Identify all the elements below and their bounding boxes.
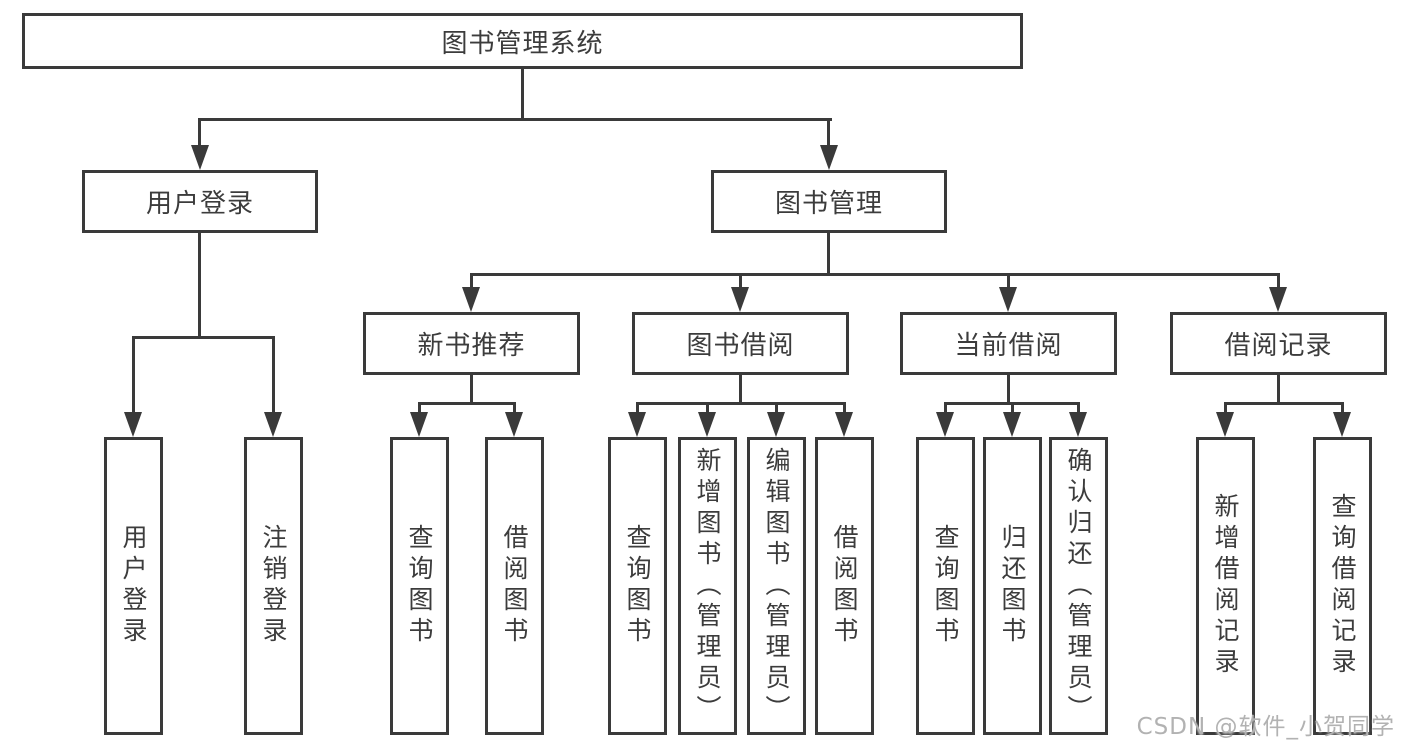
- csdn-watermark: CSDN @软件_小贺同学: [1136, 714, 1395, 740]
- connector-line: [706, 402, 709, 415]
- connector-line: [1011, 402, 1014, 415]
- leaf-borrowing-borrow-books: 借阅图书: [815, 437, 874, 735]
- connector-arrow: [767, 412, 785, 437]
- leaf-records-add-borrow-record: 新增借阅记录: [1196, 437, 1255, 735]
- leaf-current-query-books: 查询图书: [916, 437, 975, 735]
- connector-line: [827, 233, 830, 276]
- connector-line: [827, 118, 830, 150]
- node-new-book-recommend: 新书推荐: [363, 312, 580, 375]
- node-current-borrowing: 当前借阅: [900, 312, 1117, 375]
- connector-arrow: [1333, 412, 1351, 437]
- connector-line: [1341, 402, 1344, 415]
- node-borrowing-records: 借阅记录: [1170, 312, 1387, 375]
- connector-line: [132, 336, 135, 415]
- connector-line: [272, 336, 275, 415]
- connector-line: [1007, 273, 1010, 290]
- connector-arrow: [731, 287, 749, 312]
- connector-line: [418, 402, 421, 415]
- leaf-current-confirm-return-admin: 确认归还（管理员）: [1049, 437, 1108, 735]
- connector-line: [944, 402, 947, 415]
- node-book-management: 图书管理: [711, 170, 947, 233]
- connector-line: [1224, 402, 1344, 405]
- leaf-recommend-borrow-books: 借阅图书: [485, 437, 544, 735]
- connector-arrow: [264, 412, 282, 437]
- connector-line: [843, 402, 846, 415]
- leaf-records-query-borrow-record: 查询借阅记录: [1313, 437, 1372, 735]
- connector-line: [132, 336, 275, 339]
- connector-line: [521, 69, 524, 121]
- connector-arrow: [628, 412, 646, 437]
- connector-line: [513, 402, 516, 415]
- connector-arrow: [505, 412, 523, 437]
- connector-line: [1277, 273, 1280, 290]
- connector-arrow: [410, 412, 428, 437]
- connector-arrow: [124, 412, 142, 437]
- connector-line: [1077, 402, 1080, 415]
- leaf-user-login: 用户登录: [104, 437, 163, 735]
- node-user-login: 用户登录: [82, 170, 318, 233]
- connector-line: [775, 402, 778, 415]
- leaf-borrowing-edit-books-admin: 编辑图书（管理员）: [747, 437, 806, 735]
- node-book-borrowing: 图书借阅: [632, 312, 849, 375]
- connector-line: [1007, 375, 1010, 405]
- connector-line: [1224, 402, 1227, 415]
- connector-arrow: [1269, 287, 1287, 312]
- connector-arrow: [1003, 412, 1021, 437]
- leaf-recommend-query-books: 查询图书: [390, 437, 449, 735]
- connector-line: [636, 402, 846, 405]
- connector-line: [198, 118, 832, 121]
- node-root-library-system: 图书管理系统: [22, 13, 1023, 69]
- connector-arrow: [698, 412, 716, 437]
- connector-line: [198, 118, 201, 150]
- connector-line: [198, 233, 201, 339]
- connector-arrow: [820, 145, 838, 170]
- connector-line: [739, 375, 742, 405]
- connector-line: [418, 402, 516, 405]
- connector-line: [470, 375, 473, 405]
- connector-arrow: [936, 412, 954, 437]
- connector-arrow: [1216, 412, 1234, 437]
- leaf-borrowing-query-books: 查询图书: [608, 437, 667, 735]
- leaf-current-return-books: 归还图书: [983, 437, 1042, 735]
- connector-line: [636, 402, 639, 415]
- connector-arrow: [191, 145, 209, 170]
- connector-line: [470, 273, 473, 290]
- connector-arrow: [462, 287, 480, 312]
- leaf-borrowing-add-books-admin: 新增图书（管理员）: [678, 437, 737, 735]
- connector-arrow: [1069, 412, 1087, 437]
- connector-arrow: [835, 412, 853, 437]
- connector-arrow: [999, 287, 1017, 312]
- connector-line: [739, 273, 742, 290]
- connector-line: [470, 273, 1280, 276]
- connector-line: [1277, 375, 1280, 405]
- leaf-logout: 注销登录: [244, 437, 303, 735]
